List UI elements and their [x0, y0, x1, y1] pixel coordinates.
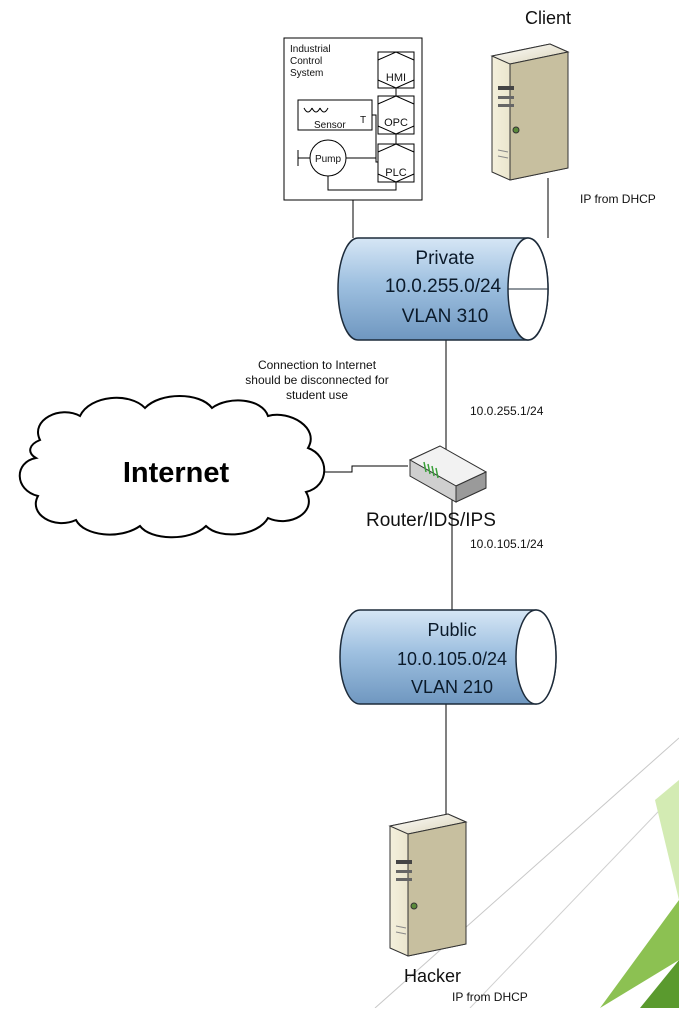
- client-ip-note: IP from DHCP: [580, 192, 656, 206]
- connections: [322, 178, 549, 820]
- sensor-icon: Sensor T: [297, 99, 373, 131]
- private-segment-vlan: VLAN 310: [402, 306, 489, 327]
- hmi-label: HMI: [386, 72, 406, 84]
- client-label: Client: [525, 8, 572, 28]
- router-icon: [408, 445, 488, 503]
- opc-label: OPC: [384, 117, 408, 129]
- ics-title-line-1: Industrial: [290, 44, 331, 55]
- sensor-label: Sensor: [314, 120, 346, 131]
- plc-label: PLC: [385, 167, 406, 179]
- pump-label: Pump: [315, 154, 342, 165]
- public-segment-vlan: VLAN 210: [411, 677, 493, 697]
- internet-cloud-icon: Internet: [18, 395, 326, 539]
- public-segment-subnet: 10.0.105.0/24: [397, 649, 507, 669]
- opc-icon: OPC: [377, 95, 415, 135]
- internet-disconnect-note: Connection to Internet should be disconn…: [222, 358, 412, 403]
- hacker-ip-note: IP from DHCP: [452, 990, 528, 1004]
- router-private-ip: 10.0.255.1/24: [470, 404, 544, 418]
- industrial-control-system: Industrial Control System HMI OPC PLC: [283, 37, 423, 201]
- internet-note-line-2: should be disconnected for: [245, 373, 389, 387]
- decorative-slide-accent: [374, 737, 679, 1009]
- internet-note-line-1: Connection to Internet: [257, 358, 377, 372]
- pump-icon: Pump: [297, 139, 397, 191]
- hmi-icon: HMI: [377, 51, 415, 89]
- public-segment-name: Public: [427, 620, 476, 640]
- public-segment: Public 10.0.105.0/24 VLAN 210: [339, 609, 557, 705]
- plc-icon: PLC: [377, 143, 415, 183]
- internet-note-line-3: student use: [285, 388, 349, 402]
- ics-title-line-3: System: [290, 68, 323, 79]
- hacker-server-icon: [388, 813, 468, 957]
- ics-title-line-2: Control: [290, 56, 322, 67]
- private-segment-subnet: 10.0.255.0/24: [385, 276, 502, 297]
- sensor-t-label: T: [360, 115, 366, 126]
- client-server-icon: [490, 43, 570, 181]
- internet-label: Internet: [123, 457, 230, 489]
- hacker-label: Hacker: [404, 966, 462, 986]
- router-label: Router/IDS/IPS: [366, 510, 496, 531]
- router-public-ip: 10.0.105.1/24: [470, 537, 544, 551]
- private-segment-name: Private: [415, 248, 474, 269]
- private-segment: Private 10.0.255.0/24 VLAN 310: [337, 237, 549, 341]
